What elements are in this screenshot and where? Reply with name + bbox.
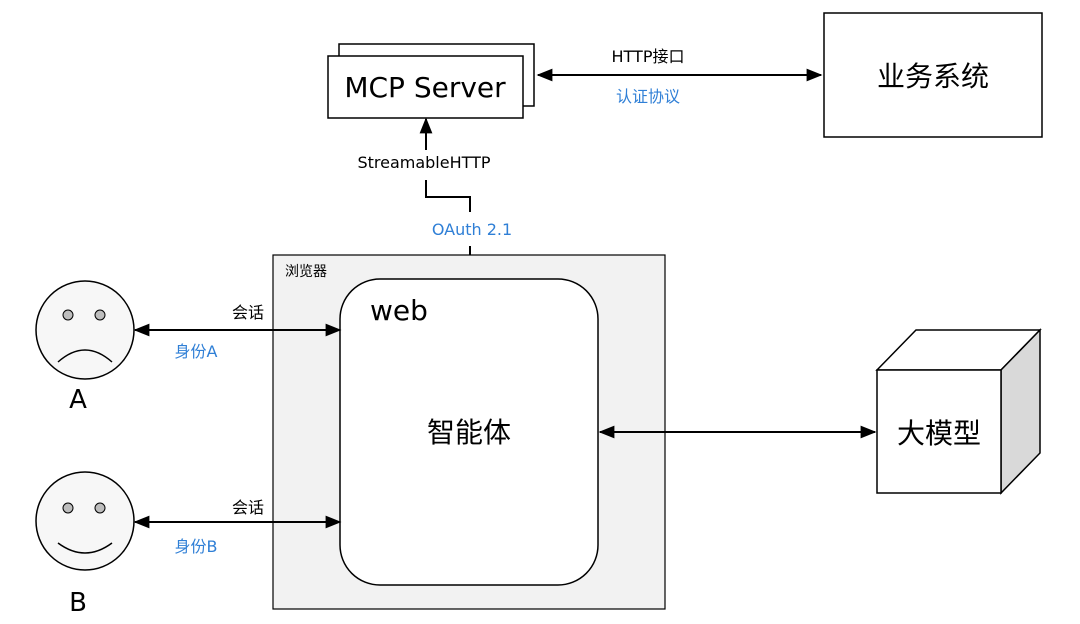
streamable-connector-line [425,180,471,212]
auth-protocol-label: 认证协议 [616,87,680,106]
oauth-label: OAuth 2.1 [432,220,512,239]
llm-cube: 大模型 [875,328,1042,495]
user-b-identity-label: 身份B [175,537,218,556]
web-label: web [370,294,428,327]
user-b-name: B [69,588,87,618]
business-system-box: 业务系统 [823,12,1043,138]
business-system-label: 业务系统 [877,60,989,93]
llm-label: 大模型 [897,417,981,450]
agent-label: 智能体 [427,416,511,449]
user-a-session-label: 会话 [232,303,264,322]
user-b-smile-face-icon [35,471,135,571]
web-agent-box: web 智能体 [339,278,599,586]
user-a-name: A [69,385,87,415]
mcp-server-label: MCP Server [344,71,506,104]
user-a-identity-label: 身份A [175,342,218,361]
browser-label: 浏览器 [285,264,327,280]
user-b-session-label: 会话 [232,498,264,517]
streamable-http-label: StreamableHTTP [357,153,490,172]
user-a-sad-face-icon [35,280,135,380]
http-interface-label: HTTP接口 [612,47,685,66]
mcp-server-box: MCP Server [327,43,535,119]
